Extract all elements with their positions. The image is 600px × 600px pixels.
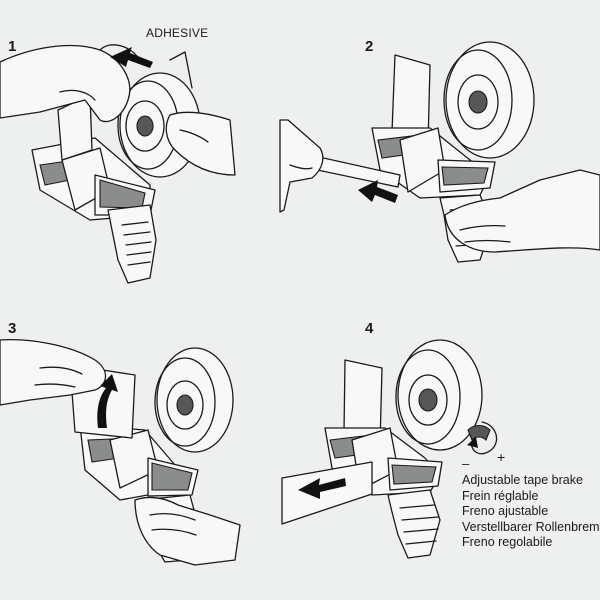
- feed-arrow-2: [358, 180, 398, 203]
- brake-plus-sign: +: [497, 449, 506, 465]
- fold-arrow-3: [97, 374, 118, 428]
- step-number-2: 2: [365, 38, 374, 55]
- dispenser-1: [31, 94, 157, 284]
- hand-2-right: [444, 169, 600, 253]
- tape-roll-2: [443, 41, 535, 159]
- panel-1-illustration: [0, 44, 236, 284]
- panel-4-illustration: [281, 339, 498, 559]
- hand-3: [0, 339, 241, 566]
- adhesive-label: ADHESIVE: [146, 26, 209, 40]
- panel-2-illustration: [279, 41, 600, 263]
- brake-label-en: Adjustable tape brake: [462, 473, 583, 487]
- step-number-1: 1: [8, 38, 17, 55]
- brake-label-de: Verstellbarer Rollenbremse: [462, 519, 600, 534]
- tape-roll-3: [154, 347, 234, 453]
- brake-legend: Adjustable tape brake Frein réglable Fre…: [462, 473, 600, 551]
- brake-minus-sign: –: [462, 456, 470, 471]
- panel-3-illustration: [0, 339, 241, 566]
- brake-label-it: Freno regolabile: [462, 535, 553, 549]
- hand-2-left: [279, 119, 324, 213]
- step-number-4: 4: [365, 320, 374, 337]
- step-number-3: 3: [8, 320, 17, 337]
- tape-roll-4: [395, 339, 483, 451]
- brake-label-fr: Frein réglable: [462, 488, 539, 503]
- hand-1: [0, 44, 236, 176]
- pull-arrow-1: [110, 47, 153, 68]
- brake-rotation-icon: [471, 421, 498, 455]
- brake-label-es: Freno ajustable: [462, 504, 549, 518]
- dispense-arrow-4: [298, 478, 346, 499]
